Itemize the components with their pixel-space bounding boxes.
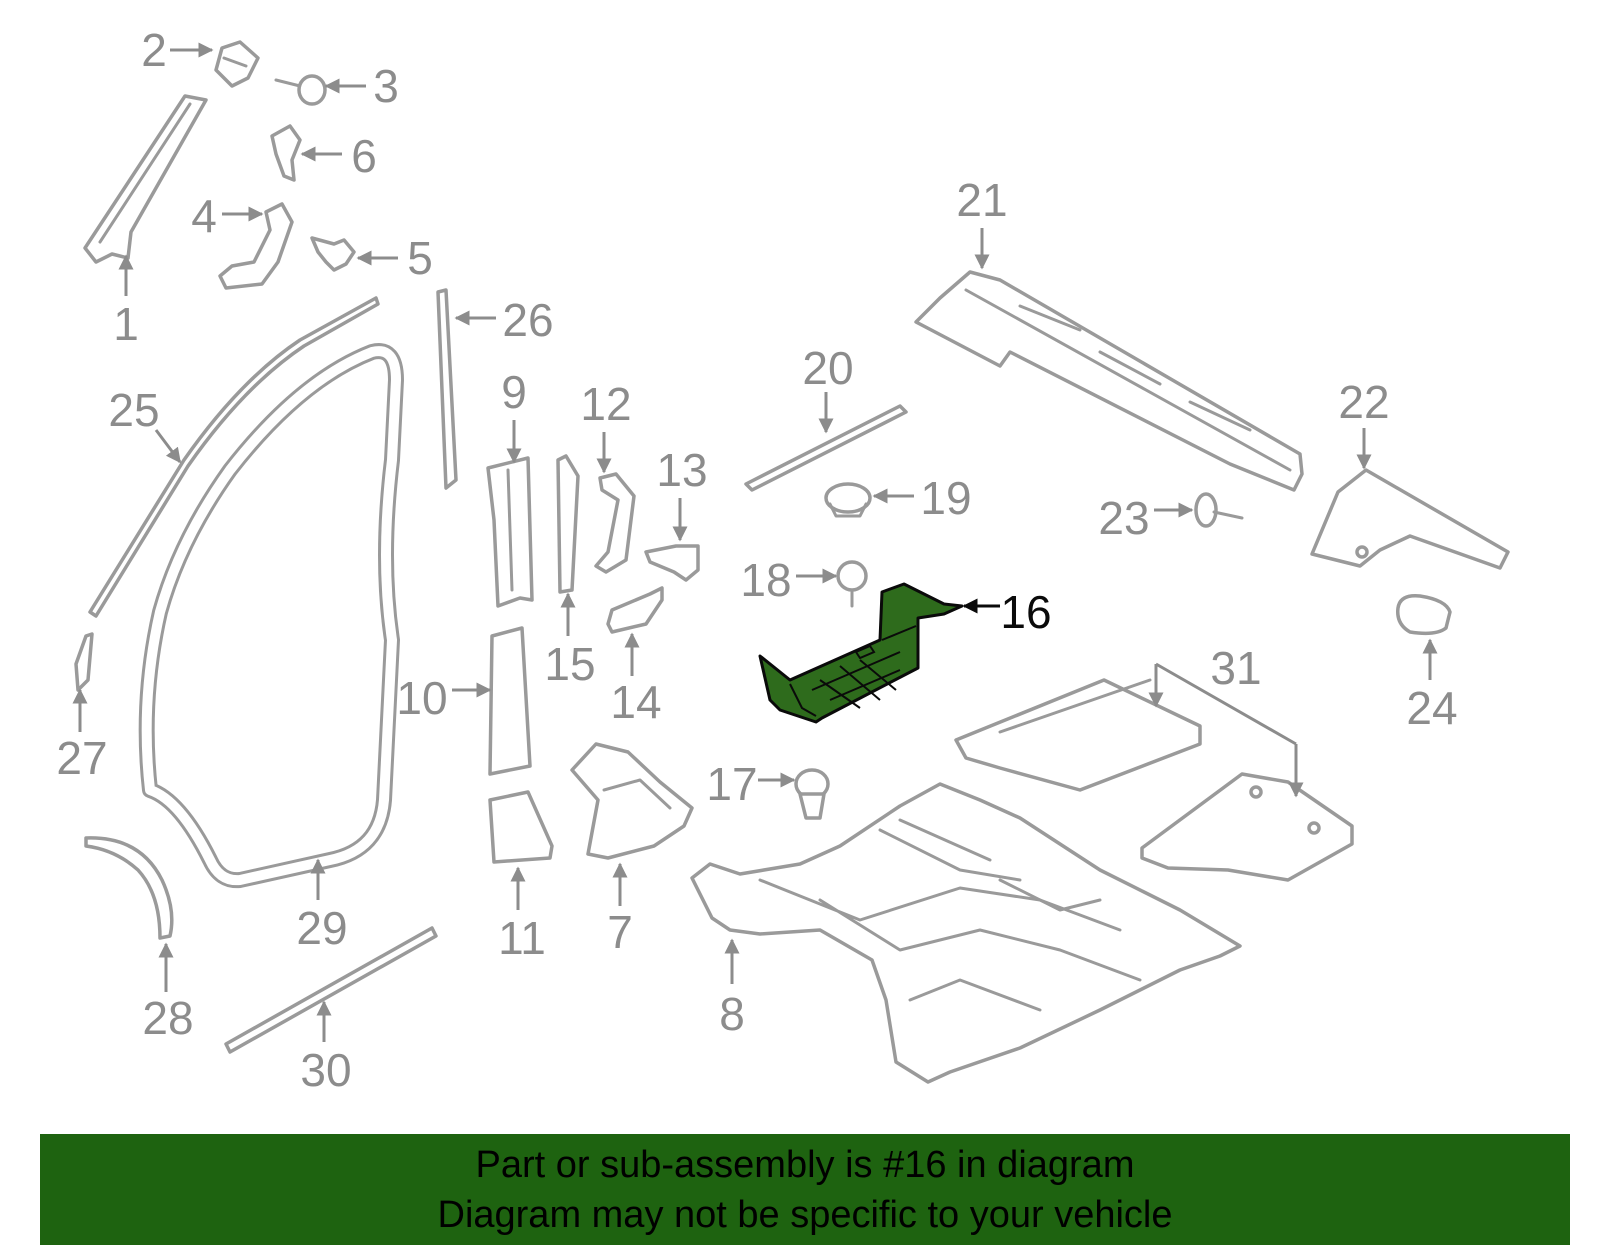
- part-13: [644, 544, 700, 582]
- callout-19: 19: [920, 472, 971, 524]
- callout-8: 8: [719, 988, 745, 1040]
- part-10: [488, 626, 532, 776]
- banner-line-1: Part or sub-assembly is #16 in diagram: [475, 1143, 1135, 1186]
- part-26: [436, 288, 458, 490]
- part-14: [606, 586, 664, 634]
- callout-11: 11: [498, 912, 546, 964]
- part-5: [310, 236, 356, 272]
- part-8: [690, 782, 1242, 1084]
- part-4: [218, 202, 294, 290]
- callout-6: 6: [351, 130, 377, 182]
- part-12: [594, 472, 636, 574]
- part-9: [486, 456, 534, 608]
- parts-diagram: 1 2 3 4 5 6 7 8 9 10 11 12 13: [56, 24, 1510, 1096]
- part-16-highlighted: [758, 582, 964, 724]
- callout-1: 1: [113, 298, 139, 350]
- banner-line-2: Diagram may not be specific to your vehi…: [437, 1193, 1173, 1236]
- callout-21: 21: [956, 174, 1007, 226]
- part-30: [224, 926, 438, 1054]
- callout-14: 14: [610, 676, 661, 728]
- part-27: [74, 632, 94, 692]
- part-25: [88, 296, 380, 618]
- callout-20: 20: [802, 342, 853, 394]
- part-1: [83, 94, 208, 264]
- info-banner: Part or sub-assembly is #16 in diagram D…: [40, 1134, 1570, 1245]
- part-23: [1194, 492, 1244, 528]
- callout-5: 5: [407, 232, 433, 284]
- part-31: [954, 678, 1354, 882]
- callout-25: 25: [108, 384, 159, 436]
- part-18: [836, 560, 868, 608]
- part-6: [270, 124, 302, 182]
- callout-26: 26: [502, 294, 553, 346]
- part-21: [914, 270, 1304, 492]
- callout-13: 13: [656, 444, 707, 496]
- callout-29: 29: [296, 902, 347, 954]
- callout-15: 15: [544, 638, 595, 690]
- callout-27: 27: [56, 732, 107, 784]
- callouts: 1 2 3 4 5 6 7 8 9 10 11 12 13: [56, 24, 1457, 1096]
- part-15: [556, 454, 580, 594]
- callout-4: 4: [191, 190, 217, 242]
- part-19: [824, 482, 872, 518]
- callout-16: 16: [1000, 586, 1051, 638]
- part-20: [744, 404, 908, 492]
- part-22: [1310, 468, 1510, 570]
- callout-12: 12: [580, 378, 631, 430]
- callout-24: 24: [1406, 682, 1457, 734]
- callout-7: 7: [607, 906, 633, 958]
- part-2: [214, 40, 260, 88]
- part-3: [274, 74, 327, 106]
- part-28: [84, 836, 174, 940]
- callout-9: 9: [501, 366, 527, 418]
- part-17: [794, 768, 830, 820]
- callout-31: 31: [1210, 642, 1261, 694]
- callout-3: 3: [373, 60, 399, 112]
- part-29: [138, 343, 404, 889]
- callout-2: 2: [141, 24, 167, 76]
- part-24: [1396, 594, 1452, 636]
- callout-23: 23: [1098, 492, 1149, 544]
- callout-28: 28: [142, 992, 193, 1044]
- callout-10: 10: [396, 672, 447, 724]
- callout-22: 22: [1338, 376, 1389, 428]
- callout-17: 17: [706, 758, 757, 810]
- callout-30: 30: [300, 1044, 351, 1096]
- part-11: [488, 790, 554, 864]
- part-7: [570, 742, 694, 860]
- callout-18: 18: [740, 554, 791, 606]
